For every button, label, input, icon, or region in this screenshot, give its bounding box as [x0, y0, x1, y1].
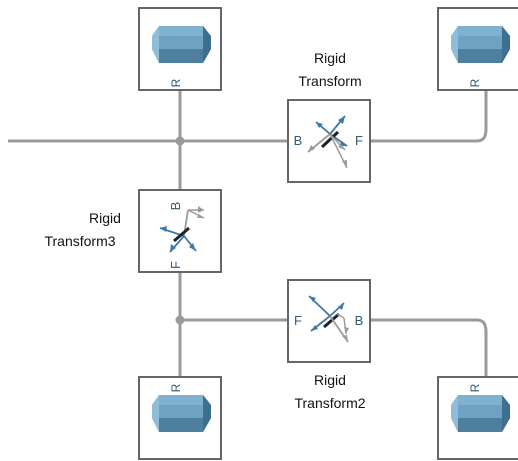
- solid-block-icon: [451, 395, 510, 432]
- bottom-junction-dot: [175, 315, 185, 325]
- rigid-transform2-label-line2: Transform2: [294, 395, 365, 411]
- solid-block-bottom-left[interactable]: R: [138, 376, 222, 460]
- solid-block-top-right[interactable]: R: [437, 7, 518, 91]
- rigid-transform-label-line1: Rigid: [314, 50, 346, 66]
- solid-block-top-left[interactable]: R: [138, 7, 222, 91]
- solid-block-icon: [152, 26, 211, 63]
- rigid-transform3-top-port: B: [168, 202, 183, 211]
- rigid-transform-label-line2: Transform: [298, 73, 361, 89]
- rigid-transform3-bottom-port: F: [168, 261, 183, 269]
- top-right-wire[interactable]: [371, 83, 488, 143]
- rigid-transform3-label-line1: Rigid: [89, 210, 121, 226]
- solid-port-label: R: [468, 383, 482, 392]
- solid-block-icon: [152, 395, 211, 432]
- rigid-transform3-block[interactable]: Rigid Transform3 B F: [44, 189, 222, 273]
- rigid-transform2-right-port: B: [355, 313, 364, 328]
- top-junction-dot: [175, 136, 185, 146]
- rigid-transform-block[interactable]: Rigid Transform B F: [287, 50, 371, 183]
- rigid-transform-right-port: F: [355, 133, 363, 148]
- rigid-transform2-block[interactable]: F B Rigid Transform2: [287, 279, 371, 411]
- rigid-transform2-axes-icon: [308, 295, 349, 343]
- rigid-transform2-label-line1: Rigid: [314, 372, 346, 388]
- rigid-transform2-left-port: F: [294, 313, 302, 328]
- solid-block-bottom-right[interactable]: R: [437, 376, 518, 460]
- connection-wires: [8, 83, 488, 377]
- rigid-transform3-axes-icon: [159, 206, 205, 253]
- solid-block-icon: [451, 26, 510, 63]
- solid-port-label: R: [169, 383, 183, 392]
- rigid-transform3-label-line2: Transform3: [44, 233, 115, 249]
- rigid-transform-axes-icon: [307, 115, 348, 169]
- solid-port-label: R: [169, 78, 183, 87]
- lower-right-wire[interactable]: [371, 318, 488, 377]
- solid-port-label: R: [468, 78, 482, 87]
- rigid-transform-left-port: B: [294, 133, 303, 148]
